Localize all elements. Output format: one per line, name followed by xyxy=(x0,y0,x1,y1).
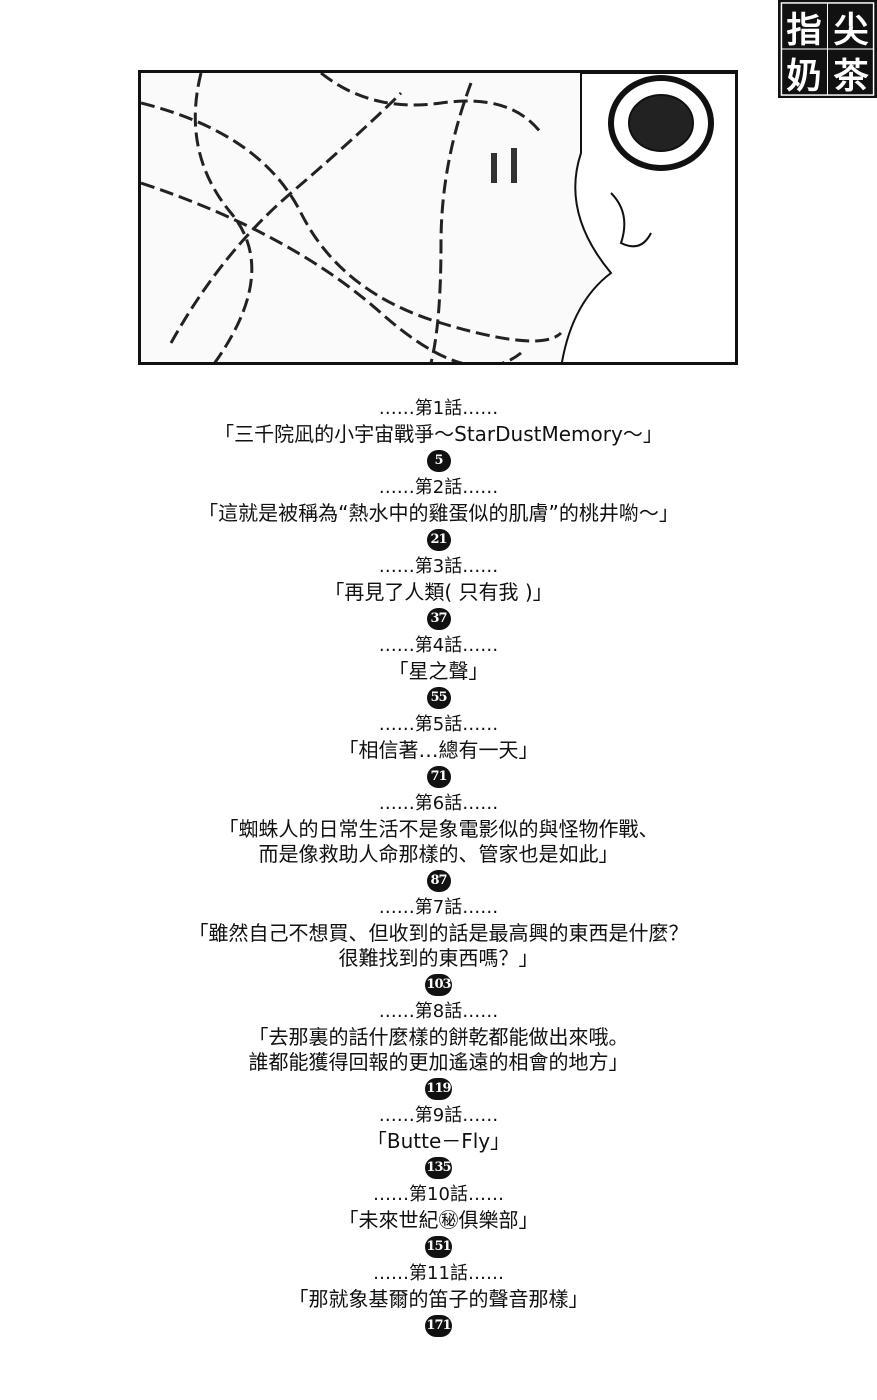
page-number: 135 xyxy=(425,1157,452,1179)
episode-label: ……第9話…… xyxy=(378,1105,499,1126)
episode-label: ……第11話…… xyxy=(373,1263,504,1284)
episode-title: 「雖然自己不想買、但收到的話是最高興的東西是什麼？ xyxy=(188,921,689,945)
episode-title: 而是像救助人命那樣的、管家也是如此」 xyxy=(258,842,619,866)
toc-entry[interactable]: ……第8話…… 「去那裏的話什麼樣的餅乾都能做出來哦。誰都能獲得回報的更加遙遠的相… xyxy=(0,999,877,1103)
toc-entry[interactable]: ……第11話…… 「那就象基爾的笛子的聲音那樣」 171 xyxy=(0,1261,877,1340)
episode-title: 「去那裏的話什麼樣的餅乾都能做出來哦。 xyxy=(248,1025,629,1049)
toc-entry[interactable]: ……第2話…… 「這就是被稱為“熱水中的雞蛋似的肌膚”的桃井喲～」 21 xyxy=(0,475,877,554)
episode-label: ……第5話…… xyxy=(378,714,499,735)
logo-graphic: 指 尖 奶 茶 xyxy=(780,2,875,97)
episode-title: 很難找到的東西嗎？」 xyxy=(338,946,539,970)
svg-text:茶: 茶 xyxy=(833,56,869,97)
page-number-badge: 71 xyxy=(0,763,877,791)
page-number-badge: 55 xyxy=(0,684,877,712)
page-number-badge: 5 xyxy=(0,447,877,475)
toc-entry[interactable]: ……第10話…… 「未來世紀㊙俱樂部」 151 xyxy=(0,1182,877,1261)
page-number: 21 xyxy=(426,529,451,551)
page-number-badge: 171 xyxy=(0,1312,877,1340)
page-number: 55 xyxy=(426,687,451,709)
episode-title: 「再見了人類( 只有我 )」 xyxy=(324,580,553,604)
episode-title: 「星之聲」 xyxy=(388,659,489,683)
episode-label: ……第4話…… xyxy=(378,635,499,656)
page-number-badge: 119 xyxy=(0,1075,877,1103)
page-number-badge: 87 xyxy=(0,867,877,895)
episode-title: 「未來世紀㊙俱樂部」 xyxy=(338,1208,539,1232)
page-number-badge: 37 xyxy=(0,605,877,633)
page-number: 171 xyxy=(425,1315,452,1337)
episode-label: ……第8話…… xyxy=(378,1001,499,1022)
page-number: 5 xyxy=(426,450,451,472)
chapter-illustration xyxy=(138,70,738,365)
episode-label: ……第3話…… xyxy=(378,556,499,577)
page-number: 119 xyxy=(425,1078,452,1100)
toc-entry[interactable]: ……第3話…… 「再見了人類( 只有我 )」 37 xyxy=(0,554,877,633)
episode-title: 「這就是被稱為“熱水中的雞蛋似的肌膚”的桃井喲～」 xyxy=(198,501,679,525)
episode-title: 「三千院凪的小宇宙戰爭～StarDustMemory～」 xyxy=(214,422,663,446)
chains-illustration xyxy=(141,73,735,362)
page-number: 151 xyxy=(425,1236,452,1258)
toc-entry[interactable]: ……第6話…… 「蜘蛛人的日常生活不是象電影似的與怪物作戰、而是像救助人命那樣的、… xyxy=(0,791,877,895)
table-of-contents: ……第1話…… 「三千院凪的小宇宙戰爭～StarDustMemory～」 5 ……第2… xyxy=(0,396,877,1340)
page-number-badge: 21 xyxy=(0,526,877,554)
episode-title: 「那就象基爾的笛子的聲音那樣」 xyxy=(288,1287,589,1311)
page-number-badge: 103 xyxy=(0,971,877,999)
page-number-badge: 135 xyxy=(0,1154,877,1182)
episode-title: 「Butte－Fly」 xyxy=(366,1129,511,1153)
group-logo: 指 尖 奶 茶 xyxy=(778,0,877,98)
page-number-badge: 151 xyxy=(0,1233,877,1261)
toc-entry[interactable]: ……第5話…… 「相信著…總有一天」 71 xyxy=(0,712,877,791)
episode-label: ……第7話…… xyxy=(378,897,499,918)
episode-title: 誰都能獲得回報的更加遙遠的相會的地方」 xyxy=(248,1050,629,1074)
episode-title: 「蜘蛛人的日常生活不是象電影似的與怪物作戰、 xyxy=(218,817,659,841)
page-number: 103 xyxy=(425,974,452,996)
svg-text:奶: 奶 xyxy=(786,56,821,97)
svg-text:尖: 尖 xyxy=(833,10,869,51)
toc-entry[interactable]: ……第9話…… 「Butte－Fly」 135 xyxy=(0,1103,877,1182)
toc-entry[interactable]: ……第4話…… 「星之聲」 55 xyxy=(0,633,877,712)
episode-label: ……第2話…… xyxy=(378,477,499,498)
toc-entry[interactable]: ……第1話…… 「三千院凪的小宇宙戰爭～StarDustMemory～」 5 xyxy=(0,396,877,475)
episode-label: ……第6話…… xyxy=(378,793,499,814)
episode-title: 「相信著…總有一天」 xyxy=(338,738,539,762)
page-number: 71 xyxy=(426,766,451,788)
page-number: 37 xyxy=(426,608,451,630)
page-number: 87 xyxy=(426,870,451,892)
toc-entry[interactable]: ……第7話…… 「雖然自己不想買、但收到的話是最高興的東西是什麼？很難找到的東西嗎… xyxy=(0,895,877,999)
episode-label: ……第10話…… xyxy=(373,1184,504,1205)
episode-label: ……第1話…… xyxy=(378,398,499,419)
svg-text:指: 指 xyxy=(786,10,821,51)
